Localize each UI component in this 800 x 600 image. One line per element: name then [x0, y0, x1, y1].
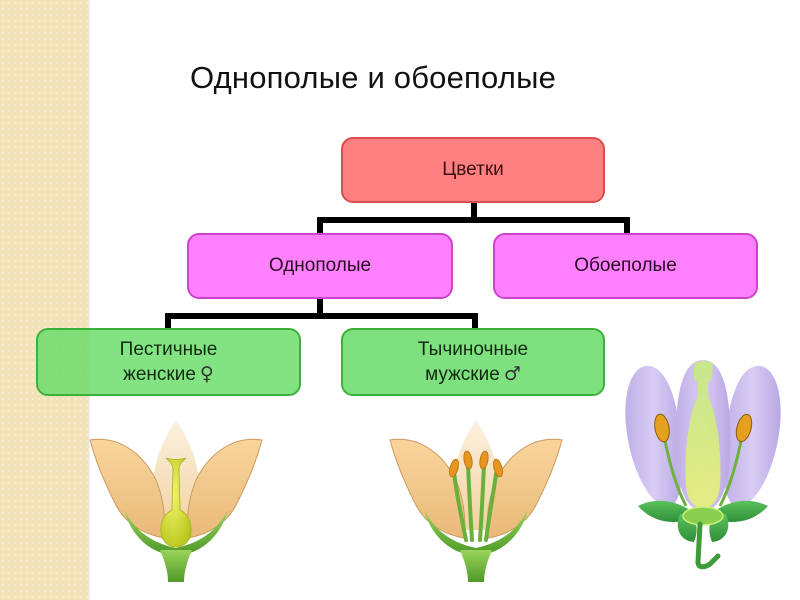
node-pistillate: Пестичные женские♀ — [36, 328, 301, 396]
connector-root-stem — [471, 203, 477, 219]
node-pistillate-line1: Пестичные — [119, 338, 218, 360]
petal-right — [723, 365, 781, 508]
staminate-flower-illustration — [389, 420, 563, 582]
stamens — [662, 435, 744, 507]
anthers — [654, 413, 753, 443]
stem — [695, 521, 721, 570]
connector-level1-bar — [317, 217, 630, 223]
petal-left — [625, 365, 683, 508]
sepals — [124, 510, 228, 554]
receptacle — [682, 506, 724, 526]
pistil — [685, 361, 721, 508]
node-flowers: Цветки — [341, 137, 605, 203]
bisexual-flower-illustration — [625, 360, 781, 570]
connector-uni-stem — [317, 299, 323, 315]
node-flowers-label: Цветки — [442, 159, 504, 180]
node-pistillate-line2: женские — [123, 363, 196, 385]
node-staminate-line1: Тычиночные — [417, 338, 529, 360]
stamen-filaments — [452, 463, 498, 542]
node-unisexual: Однополые — [187, 233, 453, 299]
connector-fem-drop — [165, 313, 171, 329]
decorative-side-strip — [0, 0, 88, 600]
connector-level2-bar — [165, 313, 478, 319]
slide-title: Однополые и обоеполые — [190, 60, 557, 95]
node-unisexual-label: Однополые — [268, 255, 372, 276]
male-sign-icon: ♂ — [503, 362, 521, 385]
petal-right — [186, 438, 263, 539]
pistillate-flower-illustration — [89, 420, 263, 582]
pistil — [160, 457, 192, 548]
receptacle — [160, 550, 192, 582]
node-bisexual: Обоеполые — [493, 233, 758, 299]
node-staminate-line2: мужские — [425, 363, 500, 385]
female-sign-icon: ♀ — [199, 362, 214, 385]
node-staminate: Тычиночные мужские♂ — [341, 328, 605, 396]
petal-left — [89, 438, 166, 539]
connector-right-drop — [624, 217, 630, 234]
connector-male-drop — [472, 313, 478, 329]
node-bisexual-label: Обоеполые — [574, 255, 677, 276]
anthers — [449, 450, 503, 478]
connector-left-drop — [317, 217, 323, 234]
